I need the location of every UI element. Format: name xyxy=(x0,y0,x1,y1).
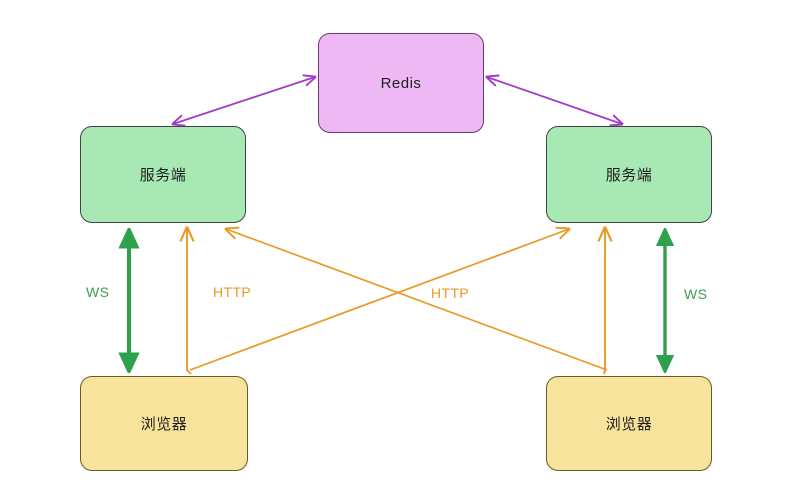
node-browser-right[interactable]: 浏览器 xyxy=(546,376,712,471)
node-server-right[interactable]: 服务端 xyxy=(546,126,712,223)
edge-label-http-right: HTTP xyxy=(431,285,470,301)
edge-label-http-left: HTTP xyxy=(213,284,252,300)
node-browser-left[interactable]: 浏览器 xyxy=(80,376,248,471)
node-redis[interactable]: Redis xyxy=(318,33,484,133)
node-redis-label: Redis xyxy=(380,74,422,92)
edge-http-left-up xyxy=(187,228,191,375)
edge-label-ws-left: WS xyxy=(86,284,110,300)
node-server-left[interactable]: 服务端 xyxy=(80,126,246,223)
node-browser-right-label: 浏览器 xyxy=(605,416,653,433)
node-server-left-label: 服务端 xyxy=(139,167,187,184)
edge-http-cross-left-to-right xyxy=(189,229,569,371)
edge-http-cross-right-to-left xyxy=(226,229,608,371)
edge-redis-server-left xyxy=(173,77,315,124)
edge-label-ws-right: WS xyxy=(684,286,708,302)
edge-http-right-up xyxy=(604,228,605,375)
node-browser-left-label: 浏览器 xyxy=(140,416,188,433)
node-server-right-label: 服务端 xyxy=(605,167,653,184)
edge-redis-server-right xyxy=(487,77,622,124)
